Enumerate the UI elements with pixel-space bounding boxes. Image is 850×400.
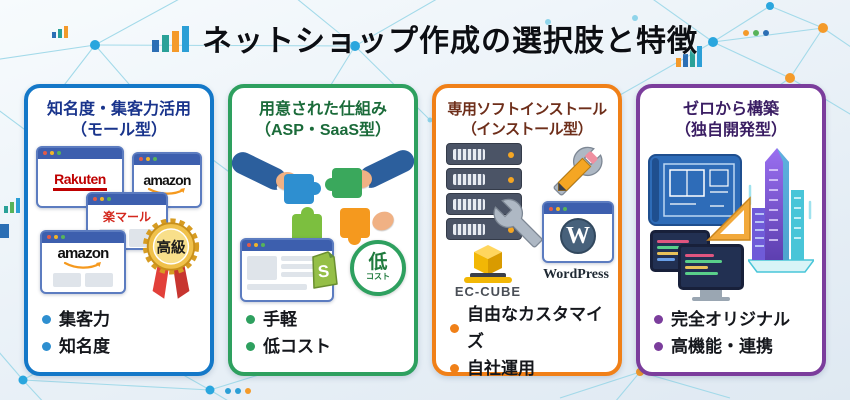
dot-trio-top-right xyxy=(743,30,769,36)
code-monitor-front xyxy=(678,243,744,290)
wrench-pencil-tools-icon xyxy=(553,146,603,196)
card-mall-title-line2: （モール型） xyxy=(70,121,167,139)
bullet-item: 自由なカスタマイズ xyxy=(450,301,608,355)
card-mall-title-line1: 知名度・集客力活用 xyxy=(46,101,191,118)
bar-chart-icon xyxy=(152,26,189,52)
server-rack-icon xyxy=(446,143,522,243)
shopify-bag-icon: S xyxy=(312,250,338,289)
bullet-item: 低コスト xyxy=(246,333,404,360)
card-mall-title: 知名度・集客力活用 （モール型） xyxy=(36,100,202,142)
card-scratch-title-line2: （独自開発型） xyxy=(674,121,787,139)
bullet-item: 完全オリジナル xyxy=(654,306,812,333)
rakuma-logo: 楽マール xyxy=(102,209,151,224)
card-scratch-illustration xyxy=(648,146,814,304)
card-asp-title-line1: 用意された仕組み xyxy=(258,101,387,118)
monitor-stand-base xyxy=(692,296,730,301)
rakuten-browser-window: Rakuten xyxy=(36,145,124,208)
card-install-illustration: W WordPress EC-CUBE xyxy=(444,143,614,301)
card-scratch-title: ゼロから構築 （独自開発型） xyxy=(648,100,814,142)
triangle-ruler-icon xyxy=(706,195,751,241)
card-asp-illustration: S 低 コスト xyxy=(228,145,418,304)
card-mall-bullets: 集客力 知名度 xyxy=(36,306,202,362)
bullet-item: 知名度 xyxy=(42,333,200,360)
header: ネットショップ作成の選択肢と特徴 xyxy=(0,16,850,60)
card-install-title-line2: （インストール型） xyxy=(461,120,593,138)
shopify-s-letter: S xyxy=(317,261,330,281)
card-asp-saas-type: 用意された仕組み （ASP・SaaS型） xyxy=(228,84,418,376)
card-asp-title-line2: （ASP・SaaS型） xyxy=(254,121,392,139)
bullet-item: 手軽 xyxy=(246,306,404,333)
wordpress-wordmark: WordPress xyxy=(543,267,609,282)
futuristic-tower-icon xyxy=(748,147,814,273)
ec-cube-wordmark: EC-CUBE xyxy=(454,284,522,299)
card-install-title: 専用ソフトインストール （インストール型） xyxy=(444,100,610,139)
bullet-item: 高機能・連携 xyxy=(654,333,812,360)
amazon-smile-arrow-icon xyxy=(63,261,101,269)
card-install-title-line1: 専用ソフトインストール xyxy=(447,101,607,118)
card-scratch-bullets: 完全オリジナル 高機能・連携 xyxy=(648,306,814,362)
card-scratch-type: ゼロから構築 （独自開発型） xyxy=(636,84,826,376)
card-mall-illustration: Rakuten amazon 楽マー xyxy=(36,145,202,304)
hand-bottom xyxy=(369,207,397,234)
page-title: ネットショップ作成の選択肢と特徴 xyxy=(202,25,698,58)
puzzle-piece-green xyxy=(325,167,362,198)
blueprint-icon xyxy=(648,153,742,226)
amazon-logo: amazon xyxy=(57,246,109,270)
amazon-browser-window-bottom: amazon xyxy=(40,229,126,294)
card-scratch-title-line1: ゼロから構築 xyxy=(682,101,779,118)
option-cards-row: 知名度・集客力活用 （モール型） Rakuten amazon xyxy=(0,84,850,378)
puzzle-piece-orange xyxy=(340,207,370,245)
ec-cube-logo-icon xyxy=(464,245,512,283)
card-install-bullets: 自由なカスタマイズ 自社運用 xyxy=(444,301,610,385)
rakuten-logo: Rakuten xyxy=(53,171,107,192)
bullet-item: 自社運用 xyxy=(450,355,608,382)
card-asp-bullets: 手軽 低コスト xyxy=(240,306,406,362)
wordpress-browser-window: W xyxy=(542,201,614,263)
monitor-stand xyxy=(700,289,722,298)
premium-medal-icon: 高級 xyxy=(142,217,200,299)
wrench-icon xyxy=(493,198,543,248)
card-install-type: 専用ソフトインストール （インストール型） xyxy=(432,84,622,378)
card-mall-type: 知名度・集客力活用 （モール型） Rakuten amazon xyxy=(24,84,214,376)
low-cost-badge: 低 コスト xyxy=(350,239,406,296)
puzzle-piece-blue xyxy=(284,173,321,204)
bullet-item: 集客力 xyxy=(42,306,200,333)
medal-label: 高級 xyxy=(156,238,186,256)
mini-bar-chart-icons xyxy=(0,26,702,238)
wordpress-logo-icon: W xyxy=(560,218,596,254)
dot-trio-bottom xyxy=(225,388,251,394)
card-asp-title: 用意された仕組み （ASP・SaaS型） xyxy=(240,100,406,142)
